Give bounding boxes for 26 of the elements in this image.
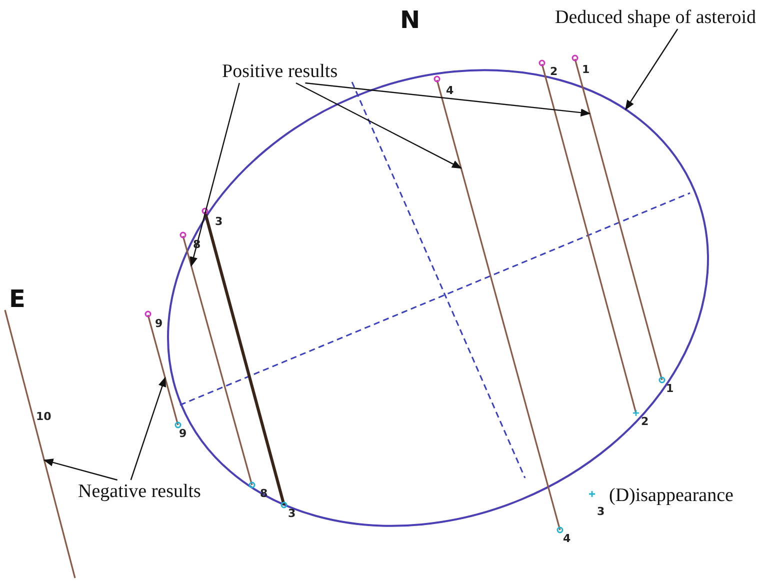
leader-line: [190, 82, 240, 267]
callout-text: Negative results: [78, 482, 201, 501]
leader-line: [625, 28, 678, 110]
compass-label: N: [400, 8, 420, 32]
chord-number: 3: [215, 216, 223, 227]
leader-line: [130, 376, 166, 480]
chord-number: 2: [550, 66, 558, 77]
chord-line: [144, 310, 182, 428]
chord-number: 4: [563, 533, 571, 544]
legend-text: (D)isappearance: [609, 486, 734, 505]
callout-text: Positive results: [222, 62, 338, 81]
compass-label: E: [9, 287, 26, 311]
chord-number: 3: [288, 508, 296, 519]
leader-line: [305, 82, 591, 117]
chord-number: 1: [666, 383, 674, 394]
legend-marker-number: 3: [597, 506, 605, 517]
chord-number: 10: [36, 411, 52, 422]
chord-number: 9: [179, 428, 187, 439]
chord-number: 2: [641, 416, 649, 427]
chord-number: 1: [582, 64, 590, 75]
chord-number: 9: [155, 318, 163, 329]
chord-number: 4: [446, 85, 454, 96]
callout-text: Deduced shape of asteroid: [555, 8, 756, 27]
chord-line: [4, 310, 76, 578]
leader-line: [296, 82, 462, 169]
leader-line: [43, 458, 118, 481]
